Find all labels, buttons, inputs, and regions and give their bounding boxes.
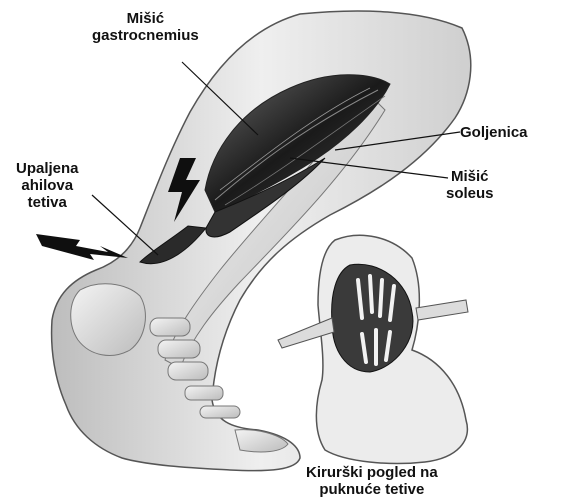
- tendon-label-line3: tetiva: [16, 194, 79, 211]
- metatarsal-1: [185, 386, 223, 400]
- tibia-label-line1: Goljenica: [460, 124, 528, 141]
- ankle-bone-2: [158, 340, 200, 358]
- metatarsal-2: [200, 406, 240, 418]
- tendon-label-line1: Upaljena: [16, 160, 79, 177]
- retractor-right: [416, 300, 468, 320]
- ankle-bone-3: [168, 362, 208, 380]
- tendon-label: Upaljena ahilova tetiva: [16, 160, 79, 211]
- gastrocnemius-label-line2: gastrocnemius: [92, 27, 199, 44]
- surgical-caption: Kirurški pogled na puknuće tetive: [306, 464, 438, 498]
- soleus-label-line2: soleus: [446, 185, 494, 202]
- heel-bone: [71, 284, 146, 356]
- tendon-label-line2: ahilova: [16, 177, 79, 194]
- toe-bones: [235, 430, 288, 452]
- soleus-label-line1: Mišić: [446, 168, 494, 185]
- gastrocnemius-label: Mišić gastrocnemius: [92, 10, 199, 44]
- surgical-caption-line2: puknuće tetive: [306, 481, 438, 498]
- soleus-label: Mišić soleus: [446, 168, 494, 202]
- ankle-bone-1: [150, 318, 190, 336]
- surgical-caption-line1: Kirurški pogled na: [306, 464, 438, 481]
- tibia-label: Goljenica: [460, 124, 528, 141]
- gastrocnemius-label-line1: Mišić: [92, 10, 199, 27]
- pain-bolt-icon: [36, 234, 128, 260]
